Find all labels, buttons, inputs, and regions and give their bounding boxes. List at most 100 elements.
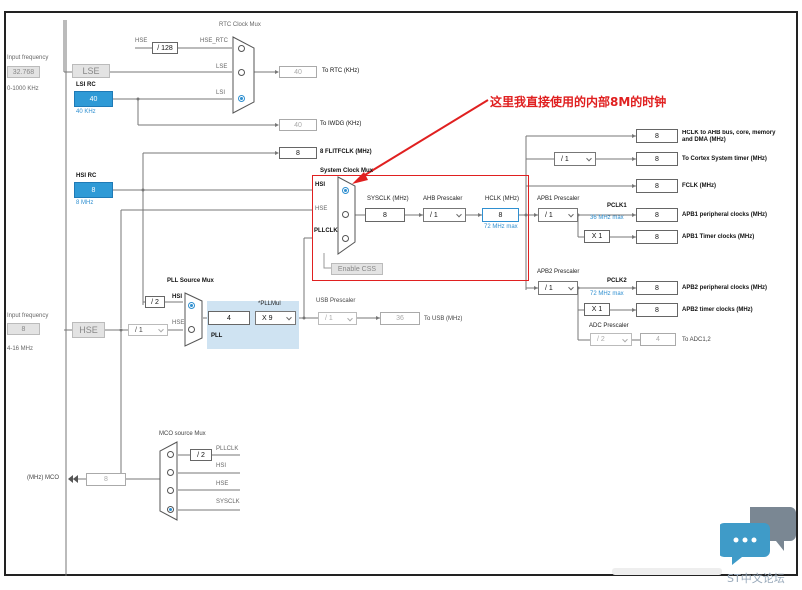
annotation-text: 这里我直接使用的内部8M的时钟 <box>490 95 667 109</box>
watermark-text: ST中文论坛 <box>727 572 785 585</box>
pclk1-max: 36 MHz max <box>590 215 624 221</box>
lse-frequency-range: 0-1000 KHz <box>7 86 39 92</box>
cortex-timer-output-label: To Cortex System timer (MHz) <box>682 156 767 162</box>
mco-source-mux <box>159 441 178 521</box>
pll-src-radio-hse[interactable] <box>188 326 195 333</box>
usb-prescaler-select[interactable]: / 1 <box>318 312 357 325</box>
enable-css-button[interactable]: Enable CSS <box>331 263 383 275</box>
cortex-timer-divider-select[interactable]: / 1 <box>554 152 596 166</box>
hclk-label: HCLK (MHz) <box>485 196 519 202</box>
apb1-prescaler-value: / 1 <box>545 211 553 219</box>
input-frequency-label: Input frequency <box>7 55 49 61</box>
rtc-hse-divider[interactable]: / 128 <box>152 42 178 54</box>
chat-bubble-icon <box>720 507 796 565</box>
mco-hsi-label: HSI <box>216 463 227 469</box>
pll-block <box>207 301 299 349</box>
apb1-peripheral-output-label: APB1 peripheral clocks (MHz) <box>682 212 768 218</box>
apb2-timer-output-label: APB2 timer clocks (MHz) <box>682 307 753 313</box>
lse-oscillator[interactable]: LSE <box>72 64 110 78</box>
pll-src-radio-hsi[interactable] <box>188 302 195 309</box>
system-clock-mux-title: System Clock Mux <box>320 168 374 174</box>
pll-source-mux <box>184 292 203 347</box>
apb2-prescaler-select[interactable]: / 1 <box>538 281 578 295</box>
apb2-peripheral-output-value: 8 <box>636 281 678 295</box>
apb2-prescaler-value: / 1 <box>545 284 553 292</box>
apb1-prescaler-label: APB1 Prescaler <box>537 196 580 202</box>
mco-radio-hse[interactable] <box>167 487 174 494</box>
hse-frequency-range: 4-16 MHz <box>7 346 34 352</box>
flitf-output-label: 8 FLITFCLK (MHz) <box>320 149 372 155</box>
rtc-radio-lse[interactable] <box>238 69 245 76</box>
sys-mux-hse-label: HSE <box>315 206 328 212</box>
sys-radio-hse[interactable] <box>342 211 349 218</box>
pclk1-label: PCLK1 <box>607 203 627 209</box>
hse-pll-divider-select[interactable]: / 1 <box>128 324 168 336</box>
rtc-radio-lsi[interactable] <box>238 95 245 102</box>
rtc-output-value: 40 <box>279 66 317 78</box>
pll-mul-label: *PLLMul <box>258 301 281 307</box>
mco-arrow-icon <box>68 475 78 483</box>
chevron-down-icon <box>286 314 292 321</box>
apb2-timer-multiplier: X 1 <box>584 303 610 316</box>
rtc-lsi-label: LSI <box>216 90 226 96</box>
mco-radio-sysclk[interactable] <box>167 506 174 513</box>
hclk-value[interactable]: 8 <box>482 208 519 222</box>
pclk2-label: PCLK2 <box>607 278 627 284</box>
adc-prescaler-select[interactable]: / 2 <box>590 333 632 346</box>
pll-label: PLL <box>211 333 223 339</box>
fclk-output-value: 8 <box>636 179 678 193</box>
fclk-output-label: FCLK (MHz) <box>682 183 716 189</box>
chevron-down-icon <box>586 155 592 162</box>
hclk-ahb-output-label: HCLK to AHB bus, core, memory and DMA (M… <box>682 130 776 143</box>
pll-source-mux-title: PLL Source Mux <box>167 278 214 284</box>
mco-radio-pllclk[interactable] <box>167 451 174 458</box>
usb-output-label: To USB (MHz) <box>424 316 463 322</box>
apb1-timer-multiplier: X 1 <box>584 230 610 243</box>
ahb-prescaler-label: AHB Prescaler <box>423 196 463 202</box>
mco-pllclk-label: PLLCLK <box>216 446 239 452</box>
hclk-max: 72 MHz max <box>484 224 518 230</box>
flitf-output-value: 8 <box>279 147 317 159</box>
chevron-down-icon <box>622 336 628 342</box>
pll-src-hsi-label: HSI <box>172 294 183 300</box>
hsi-rc-value[interactable]: 8 <box>74 182 113 198</box>
mco-pll-divider: / 2 <box>190 449 212 461</box>
sys-mux-hsi-label: HSI <box>315 182 326 188</box>
watermark-bar <box>612 568 722 575</box>
apb1-timer-output-label: APB1 Timer clocks (MHz) <box>682 234 755 240</box>
iwdg-output-label: To IWDG (KHz) <box>320 121 362 127</box>
lse-frequency-input[interactable]: 32.768 <box>7 66 40 78</box>
hse-frequency-input[interactable]: 8 <box>7 323 40 335</box>
adc-output-label: To ADC1,2 <box>682 337 711 343</box>
pclk2-max: 72 MHz max <box>590 291 624 297</box>
apb1-peripheral-output-value: 8 <box>636 208 678 222</box>
pll-multiplier-select[interactable]: X 9 <box>255 311 296 325</box>
lsi-rc-label: LSI RC <box>76 82 96 88</box>
chevron-down-icon <box>568 284 574 291</box>
chevron-down-icon <box>456 211 462 218</box>
adc-prescaler-label: ADC Prescaler <box>589 323 629 329</box>
hse-oscillator[interactable]: HSE <box>72 322 105 338</box>
hsi-rc-unit: 8 MHz <box>76 200 94 206</box>
sys-mux-pllclk-label: PLLCLK <box>314 228 338 234</box>
ahb-prescaler-value: / 1 <box>430 211 438 219</box>
lsi-rc-unit: 40 KHz <box>76 109 96 115</box>
mco-radio-hsi[interactable] <box>167 469 174 476</box>
chevron-down-icon <box>347 315 353 321</box>
mco-hse-label: HSE <box>216 481 229 487</box>
apb1-prescaler-select[interactable]: / 1 <box>538 208 578 222</box>
sys-radio-pllclk[interactable] <box>342 235 349 242</box>
usb-output-value: 36 <box>380 312 420 325</box>
apb2-peripheral-output-label: APB2 peripheral clocks (MHz) <box>682 285 768 291</box>
sysclk-label: SYSCLK (MHz) <box>367 196 409 202</box>
chevron-down-icon <box>158 326 164 333</box>
hclk-ahb-output-value: 8 <box>636 129 678 143</box>
hse-input-frequency-label: Input frequency <box>7 313 49 319</box>
sys-radio-hsi[interactable] <box>342 187 349 194</box>
rtc-radio-hse[interactable] <box>238 45 245 52</box>
ahb-prescaler-select[interactable]: / 1 <box>423 208 466 222</box>
lsi-rc-value[interactable]: 40 <box>74 91 113 107</box>
pll-multiplier-value: X 9 <box>262 314 273 322</box>
apb1-timer-output-value: 8 <box>636 230 678 244</box>
